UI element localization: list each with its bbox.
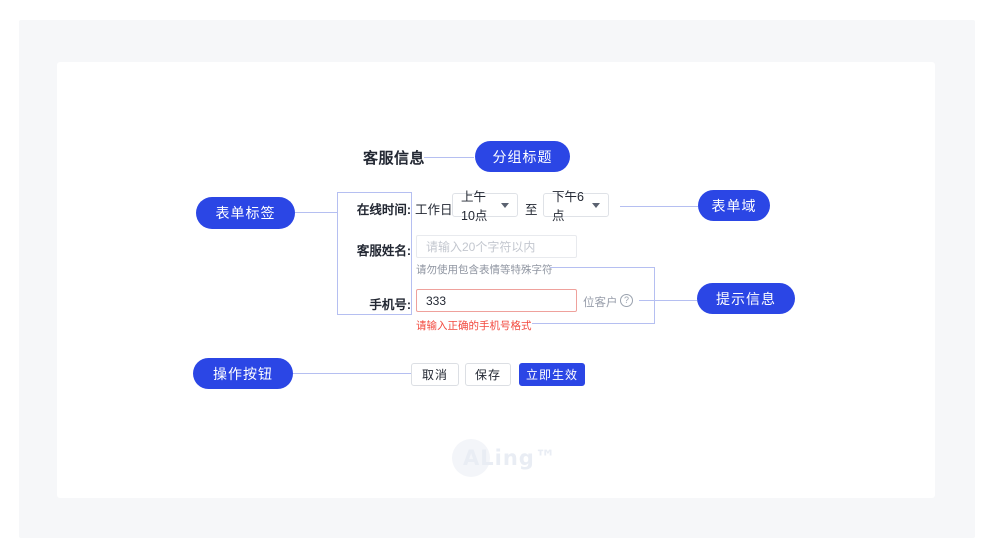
- content-card: [57, 62, 935, 498]
- start-time-select[interactable]: 上午10点: [452, 190, 518, 223]
- phone-error: 请输入正确的手机号格式: [416, 320, 532, 332]
- watermark-circle: [452, 439, 490, 477]
- connector-line-hint-top: [550, 267, 654, 268]
- connector-line-form-field: [620, 206, 698, 207]
- weekday-text: 工作日: [415, 203, 453, 217]
- watermark: ALing™: [463, 446, 557, 470]
- connector-line-group-title: [424, 157, 474, 158]
- annotation-pill-action-buttons: 操作按钮: [193, 358, 293, 389]
- connector-line-hint-mid: [639, 300, 697, 301]
- annotation-pill-form-label: 表单标签: [196, 197, 295, 229]
- end-time-value: 下午6点: [552, 190, 584, 223]
- connector-line-actions: [293, 373, 411, 374]
- agent-name-label: 客服姓名:: [356, 244, 411, 258]
- phone-label: 手机号:: [369, 298, 411, 312]
- phone-input[interactable]: [416, 289, 577, 312]
- annotation-pill-form-field: 表单域: [698, 190, 770, 221]
- agent-name-input[interactable]: [416, 235, 577, 258]
- connector-line-form-label: [295, 212, 337, 213]
- section-title: 客服信息: [363, 150, 426, 167]
- to-text: 至: [525, 203, 538, 217]
- connector-line-hint-bottom: [532, 323, 654, 324]
- connector-line-hint-vertical: [654, 267, 655, 324]
- save-button[interactable]: 保存: [465, 363, 511, 386]
- form-label-box: [337, 192, 412, 315]
- help-icon[interactable]: ?: [620, 294, 633, 307]
- agent-name-hint: 请勿使用包含表情等特殊字符: [416, 264, 553, 276]
- caret-down-icon: [592, 202, 600, 208]
- online-time-label: 在线时间:: [356, 203, 411, 217]
- phone-suffix: 位客户: [583, 297, 618, 309]
- annotation-pill-group-title: 分组标题: [475, 141, 570, 172]
- annotation-pill-hint-info: 提示信息: [697, 283, 795, 314]
- caret-down-icon: [501, 202, 509, 208]
- start-time-value: 上午10点: [461, 190, 488, 223]
- end-time-select[interactable]: 下午6点: [543, 190, 609, 223]
- submit-button[interactable]: 立即生效: [519, 363, 585, 386]
- cancel-button[interactable]: 取消: [411, 363, 459, 386]
